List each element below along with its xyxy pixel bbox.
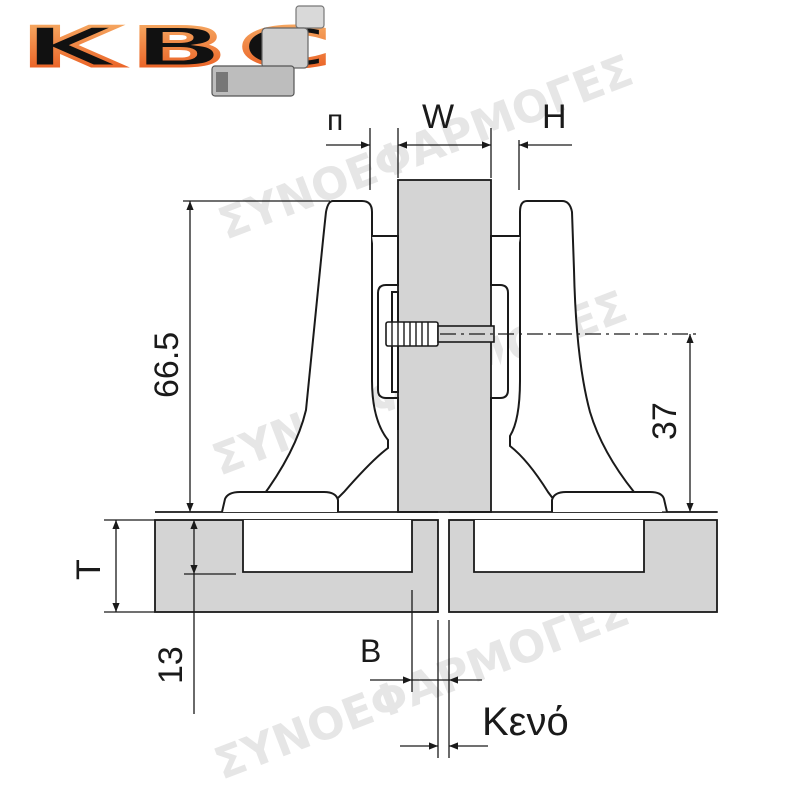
- label-cup-depth: 13: [152, 646, 190, 684]
- hinge-right: [490, 200, 668, 513]
- cup-cutout-left: [242, 520, 413, 573]
- hinge-photo-icon: [211, 5, 325, 97]
- dimension-lines: [104, 128, 718, 758]
- screw: [385, 321, 495, 347]
- label-bore-distance: B: [360, 633, 381, 669]
- kbc-logo: KBC: [21, 5, 340, 97]
- label-height-total: 66.5: [148, 332, 186, 398]
- label-clearance: Κενό: [482, 700, 569, 744]
- label-thickness: T: [70, 559, 108, 580]
- dimension-labels: п W H 66.5 37 T 13 B Κενό: [70, 98, 684, 744]
- cup-cutout-right: [473, 520, 645, 573]
- watermark-text: ΣΥΝΟΕΦΑΡΜΟΓΕΣ: [208, 585, 636, 790]
- label-hinge-offset: H: [542, 98, 567, 136]
- label-gap-top: п: [327, 104, 343, 137]
- label-screw-height: 37: [646, 402, 684, 440]
- label-width: W: [422, 98, 454, 136]
